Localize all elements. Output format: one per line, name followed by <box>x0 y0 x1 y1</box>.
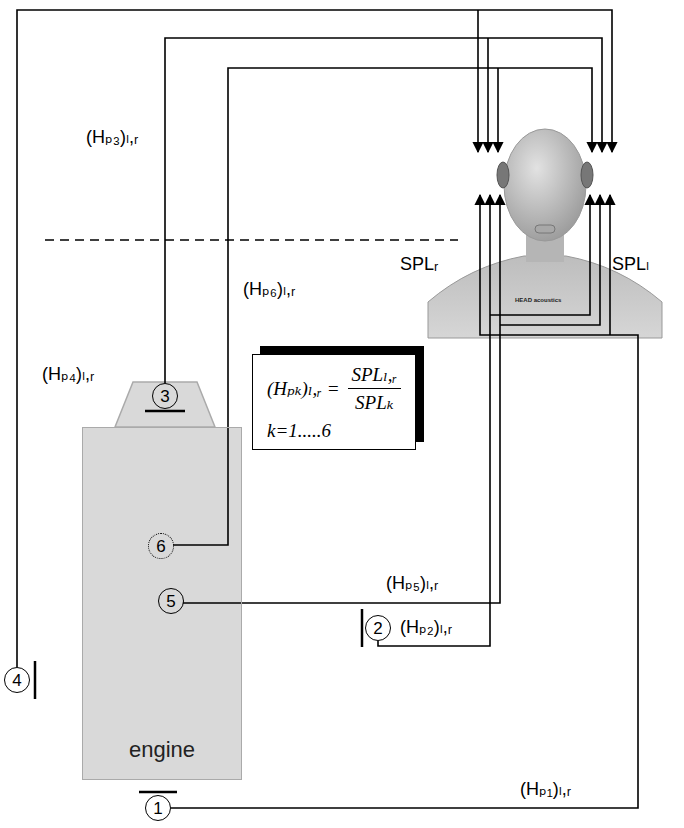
source-number: 2 <box>365 615 391 641</box>
source-bar <box>34 661 37 699</box>
path-label: (Hₚ₄)ₗ,ᵣ <box>42 365 94 385</box>
callout-number: 6 <box>156 538 165 555</box>
formula-text: SPLₖ <box>351 389 398 414</box>
mouth <box>535 225 555 233</box>
transfer-path <box>497 68 499 152</box>
head <box>504 129 586 241</box>
source-bar <box>145 410 185 413</box>
transfer-path <box>487 38 489 152</box>
transfer-path <box>500 195 600 325</box>
callout-number: 5 <box>166 593 175 610</box>
path-label: (Hₚ₁)ₗ,ᵣ <box>520 780 571 800</box>
formula-box: (Hₚₖ)ₗ,ᵣ = SPLₗ,ᵣSPLₖ k=1.....6 <box>252 354 416 450</box>
callout-number: 3 <box>160 388 169 405</box>
ear <box>581 162 593 188</box>
path-label: (Hₚ₂)ₗ,ᵣ <box>400 618 452 638</box>
logo-text: HEAD acoustics <box>515 297 561 304</box>
source-number: 6 <box>148 533 174 559</box>
transfer-path <box>183 195 500 603</box>
path-label: (Hₚ₅)ₗ,ᵣ <box>386 574 438 594</box>
source-bar <box>139 791 177 794</box>
path-label: SPLₗ <box>612 255 649 275</box>
ear <box>497 162 509 188</box>
source-number: 4 <box>4 667 30 693</box>
path-label: SPLᵣ <box>400 255 438 275</box>
formula-text: SPLₗ,ᵣ <box>348 363 402 389</box>
part-name: engine <box>129 737 195 763</box>
engine-box: engine 6 5 <box>82 427 242 780</box>
callout-number: 1 <box>153 800 162 817</box>
transfer-path <box>490 195 590 315</box>
path-label: (Hₚ₆)ₗ,ᵣ <box>243 280 295 300</box>
path-label: (Hₚ₃)ₗ,ᵣ <box>86 128 138 148</box>
transfer-path <box>609 195 611 335</box>
callout-number: 4 <box>12 672 21 689</box>
formula-text: k=1.....6 <box>267 420 401 442</box>
transfer-path <box>477 10 479 152</box>
callout-number: 2 <box>373 620 382 637</box>
source-number: 1 <box>145 795 171 821</box>
transfer-path <box>17 10 612 667</box>
dashed-divider <box>45 239 458 241</box>
engine-top <box>115 382 215 427</box>
source-number: 3 <box>152 383 178 409</box>
transfer-path <box>173 68 592 545</box>
source-bar <box>361 609 364 647</box>
source-number: 5 <box>158 588 184 614</box>
transfer-path <box>165 38 602 383</box>
formula-text: (Hₚₖ)ₗ,ᵣ = <box>267 377 340 400</box>
